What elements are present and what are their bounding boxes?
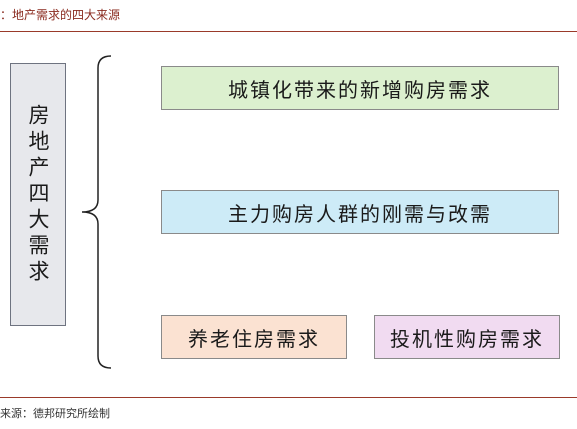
curly-brace-connector (81, 55, 112, 369)
top-divider (0, 31, 577, 32)
branch-urbanization-demand: 城镇化带来的新增购房需求 (161, 66, 559, 110)
source-note: 来源：德邦研究所绘制 (0, 407, 110, 420)
branch-speculative-label: 投机性购房需求 (390, 326, 544, 351)
branch-speculative-demand: 投机性购房需求 (374, 315, 560, 359)
branch-urbanization-label: 城镇化带来的新增购房需求 (228, 77, 492, 102)
root-node-box: 房地产四大需求 (10, 63, 66, 326)
branch-core-buyers-demand: 主力购房人群的刚需与改需 (161, 190, 559, 234)
figure-caption: ：地产需求的四大来源 (0, 8, 121, 22)
branch-core-buyers-label: 主力购房人群的刚需与改需 (228, 201, 492, 226)
root-node-label: 房地产四大需求 (26, 103, 50, 286)
bottom-divider (0, 397, 577, 398)
branch-elderly-housing-label: 养老住房需求 (188, 326, 320, 351)
branch-elderly-housing-demand: 养老住房需求 (161, 315, 347, 359)
